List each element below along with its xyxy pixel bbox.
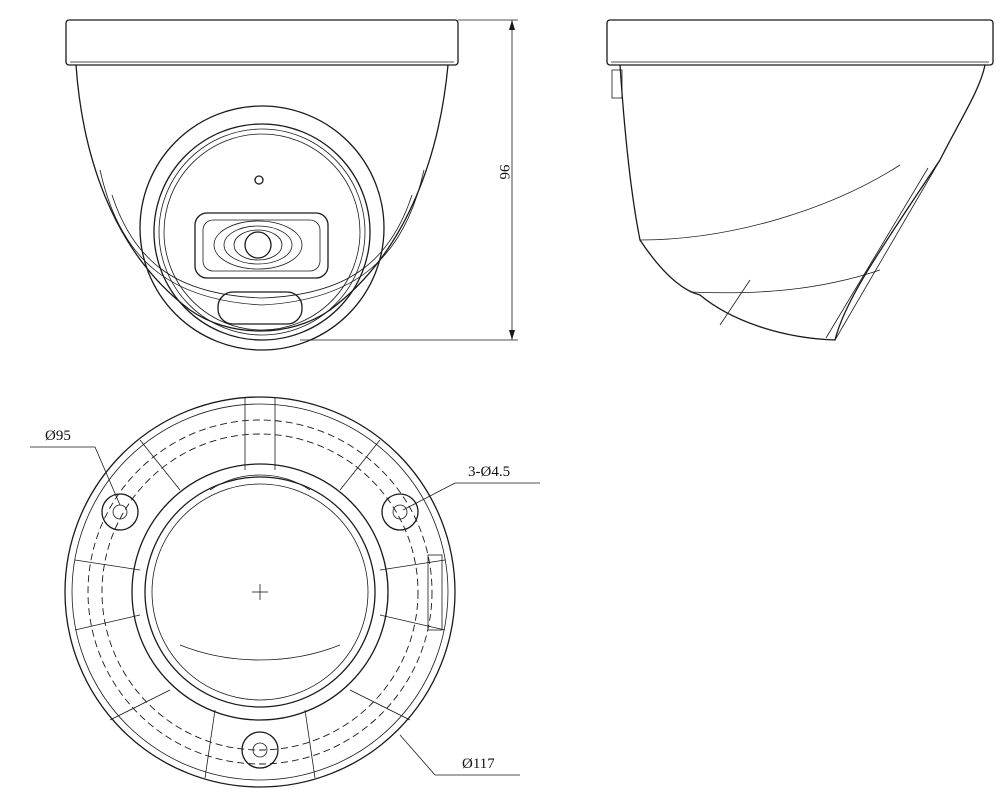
side-view	[606, 19, 994, 341]
base-diameter-label: Ø117	[462, 756, 495, 772]
holes-label: 3-Ø4.5	[468, 464, 510, 480]
bottom-view: Ø95 3-Ø4.5 Ø117	[30, 396, 540, 788]
height-dimension-label: 96	[496, 165, 512, 181]
front-view: 96	[65, 19, 518, 351]
mount-circle-label: Ø95	[45, 428, 71, 444]
